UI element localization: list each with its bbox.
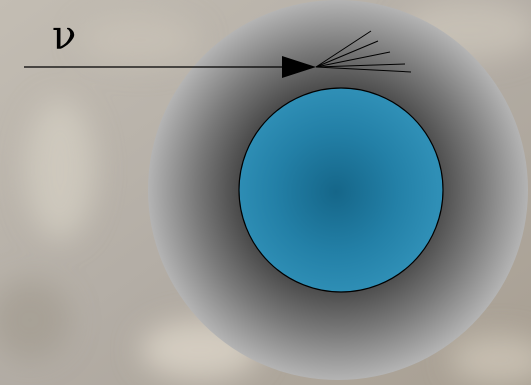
neutrino-label: ν <box>52 16 92 60</box>
core-sphere <box>239 88 443 292</box>
